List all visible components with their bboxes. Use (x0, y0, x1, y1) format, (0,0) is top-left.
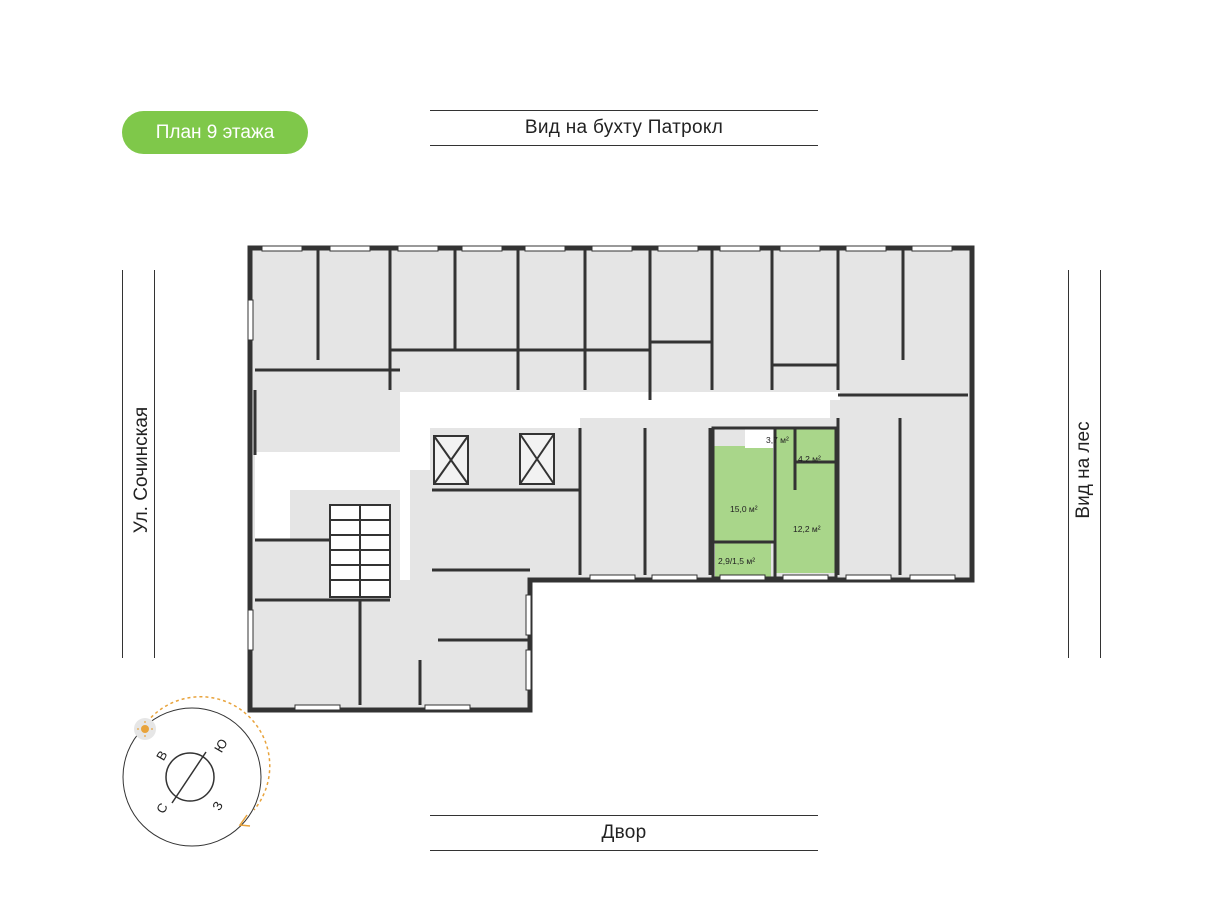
area-label-hall: 3,7 м² (766, 435, 789, 445)
area-label-bathroom: 4,2 м² (798, 454, 821, 464)
compass-north: С (153, 800, 171, 816)
elevator-shafts (433, 433, 555, 485)
compass-east: В (153, 748, 170, 763)
view-label-top: Вид на бухту Патрокл (430, 110, 818, 146)
right-line-outer (1100, 270, 1101, 658)
left-line-outer (122, 270, 123, 658)
floor-badge: План 9 этажа (122, 111, 308, 154)
sun-icon (134, 718, 156, 740)
left-line-inner (154, 270, 155, 658)
corridor-left (255, 452, 400, 540)
staircase (329, 504, 391, 598)
area-label-bedroom: 12,2 м² (793, 524, 821, 534)
interior-walls (253, 250, 968, 705)
area-label-kitchen: 15,0 м² (730, 504, 758, 514)
selected-apartment[interactable] (711, 426, 838, 580)
right-line-inner (1068, 270, 1069, 658)
compass-west: З (209, 799, 226, 813)
area-label-balcony: 2,9/1,5 м² (718, 556, 755, 566)
view-label-bottom: Двор (430, 815, 818, 851)
compass-south: Ю (211, 736, 231, 755)
compass: В Ю С З (122, 695, 271, 847)
corridor (400, 392, 840, 580)
windows (247, 245, 956, 711)
